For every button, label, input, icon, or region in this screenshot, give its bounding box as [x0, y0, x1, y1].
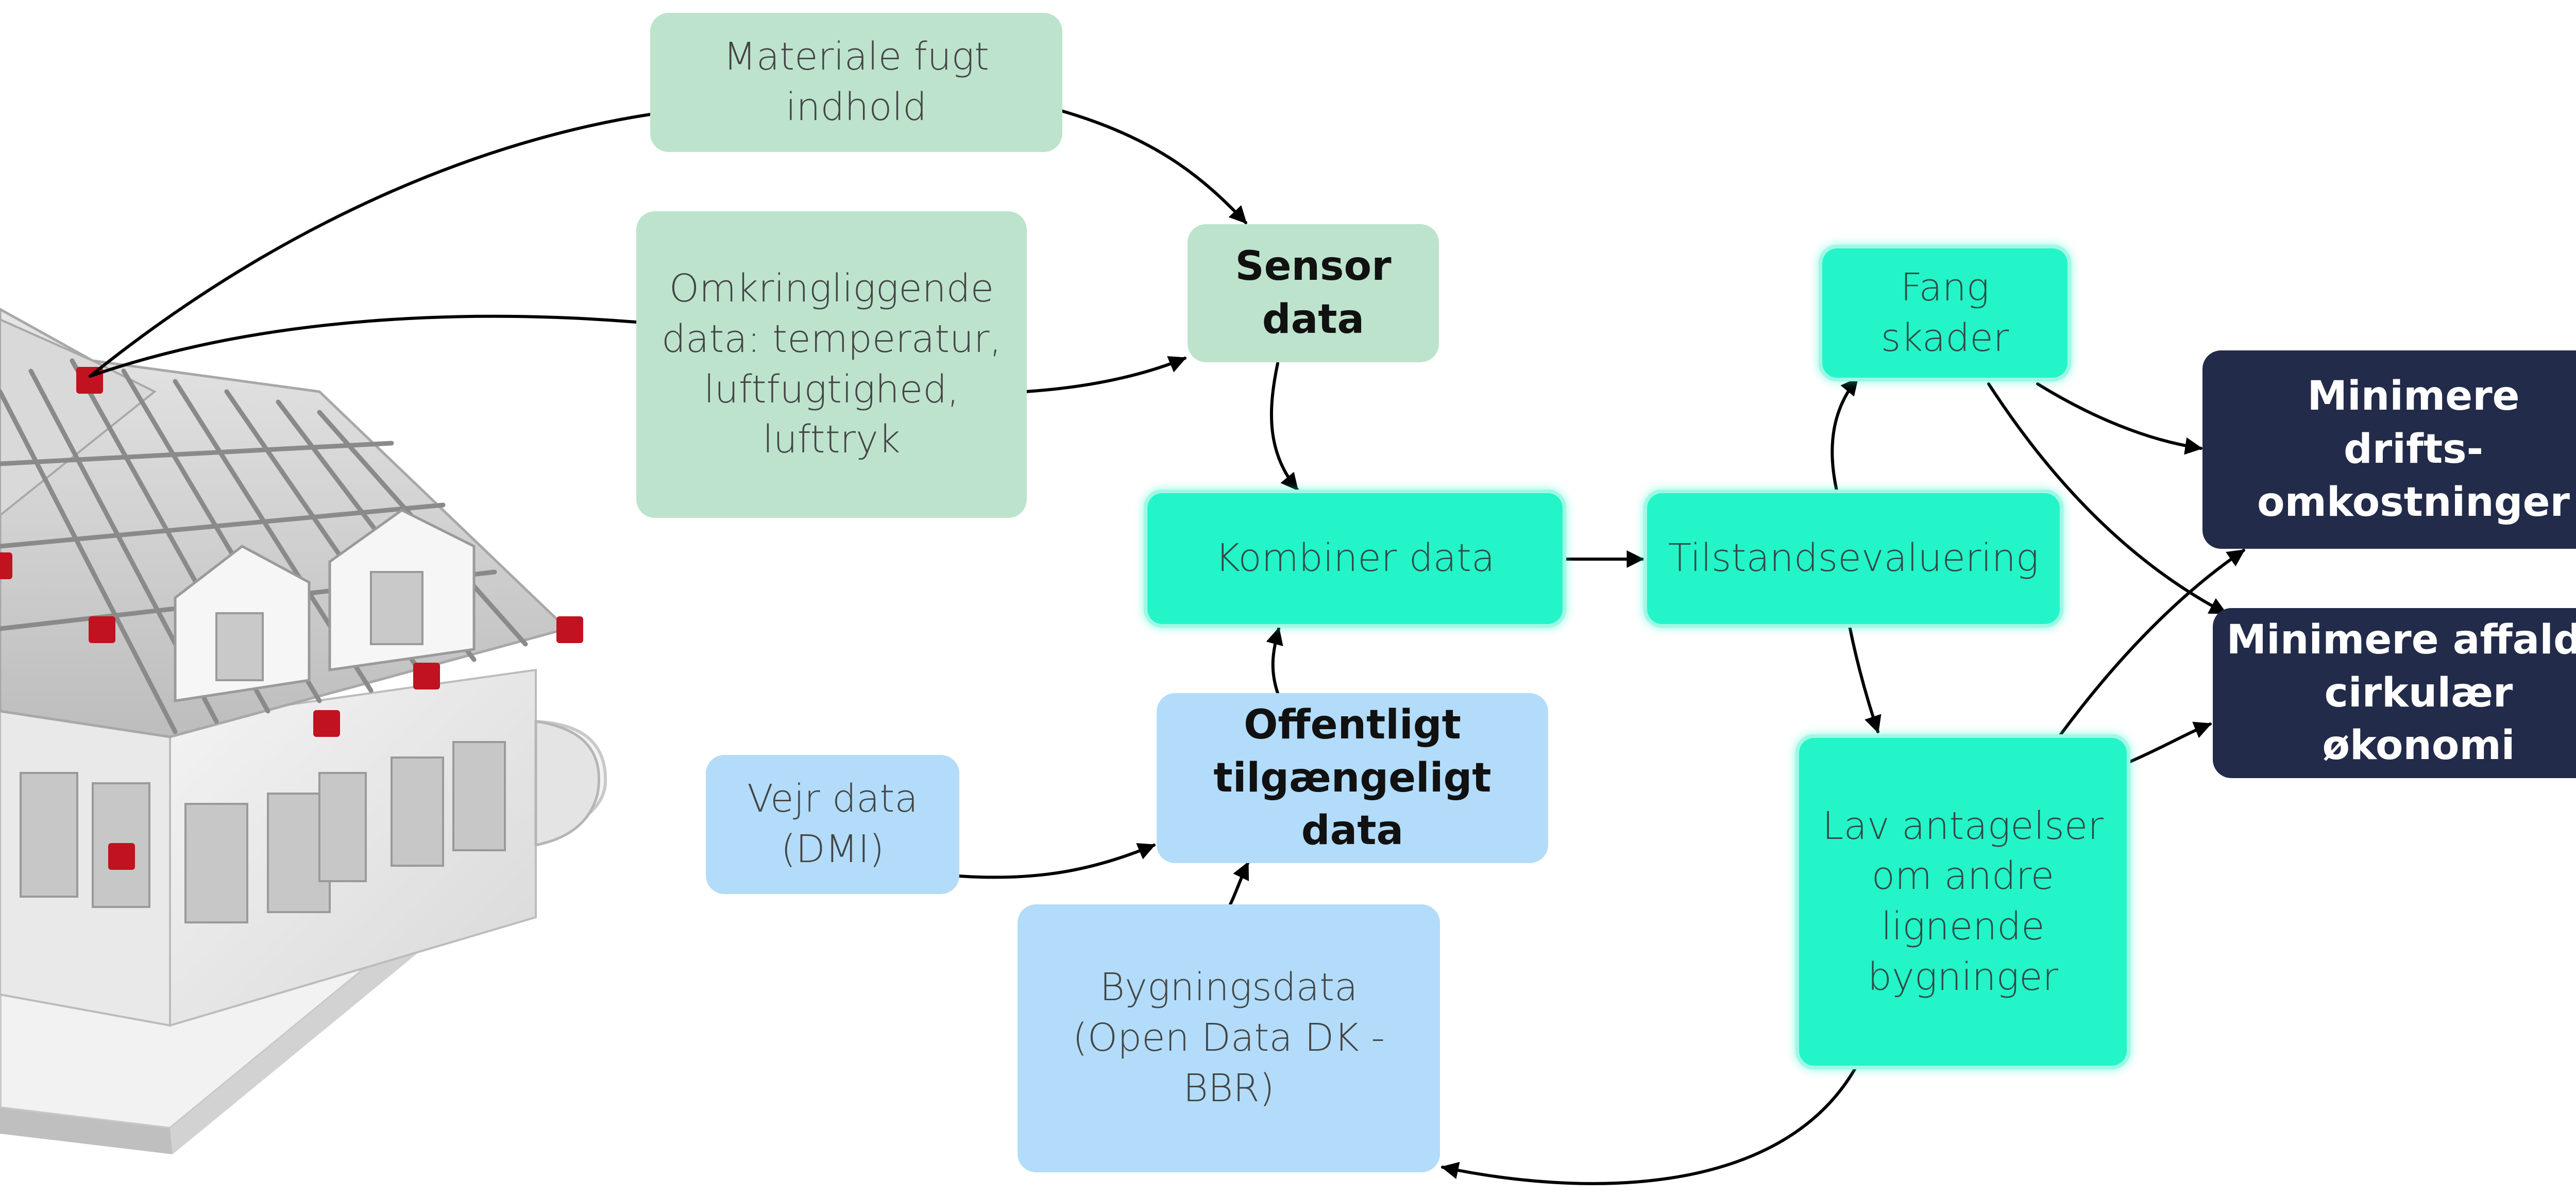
node-offentligt-data: Offentligt tilgængeligt data — [1157, 693, 1548, 863]
connector-offentligt-kombiner — [1266, 627, 1283, 695]
connector-fang-affald — [1987, 382, 2228, 615]
house-dormers — [174, 509, 476, 702]
node-lav-antagelser-label: Lav antagelser om andre lignende bygning… — [1822, 803, 2104, 999]
node-bygningsdata: Bygningsdata (Open Data DK - BBR) — [1018, 904, 1440, 1172]
node-kombiner-data: Kombiner data — [1144, 490, 1566, 628]
connector-lav-affald — [2126, 721, 2212, 764]
connectors — [89, 109, 2245, 1185]
node-kombiner-data-label: Kombiner data — [1215, 536, 1495, 581]
connector-tilstand-lav — [1848, 625, 1882, 734]
node-lav-antagelser: Lav antagelser om andre lignende bygning… — [1795, 734, 2130, 1069]
sensor-marker — [89, 616, 115, 643]
node-bygningsdata-label: Bygningsdata (Open Data DK - BBR) — [1073, 965, 1385, 1110]
sensor-marker — [108, 843, 135, 870]
connector-fang-drift — [2036, 382, 2203, 455]
node-materiale-fugt-label: Materiale fugt indhold — [723, 35, 990, 129]
sensor-marker — [0, 552, 12, 579]
house-round-tower — [534, 720, 600, 847]
node-sensor-data: Sensor data — [1188, 224, 1439, 362]
node-omkringliggende-data: Omkringliggende data: temperatur, luftfu… — [636, 211, 1027, 518]
connector-house-omkring — [89, 314, 638, 378]
node-offentligt-data-label: Offentligt tilgængeligt data — [1213, 701, 1492, 854]
connector-bygning-offentligt — [1229, 861, 1249, 906]
connector-sensor-kombiner — [1269, 362, 1299, 491]
connector-tilstand-fang — [1831, 377, 1859, 492]
sensor-marker — [556, 616, 583, 643]
node-minimere-affald: Minimere affald / cirkulær økonomi — [2213, 608, 2576, 778]
node-tilstandsevaluering-label: Tilstandsevaluering — [1668, 536, 2039, 581]
node-materiale-fugt: Materiale fugt indhold — [650, 13, 1062, 152]
node-tilstandsevaluering: Tilstandsevaluering — [1643, 490, 2063, 628]
node-vejr-data-label: Vejr data (DMI) — [747, 777, 918, 871]
node-sensor-data-label: Sensor data — [1235, 243, 1392, 343]
sensor-marker — [313, 710, 340, 737]
node-minimere-drift: Minimere drifts- omkostninger — [2202, 350, 2576, 549]
sensor-marker — [413, 663, 440, 689]
house-windows — [20, 741, 506, 923]
house-base-side — [0, 1108, 173, 1154]
node-minimere-drift-label: Minimere drifts- omkostninger — [2257, 373, 2570, 526]
connector-lav-drift — [2059, 549, 2245, 736]
node-minimere-affald-label: Minimere affald / cirkulær økonomi — [2226, 616, 2576, 769]
connector-omkring-sensor — [1024, 356, 1187, 393]
house-illustration — [0, 308, 607, 1154]
node-fang-skader-label: Fang skader — [1880, 265, 2009, 360]
connector-vejr-offentligt — [957, 843, 1156, 879]
node-fang-skader: Fang skader — [1819, 245, 2071, 381]
sensor-markers — [0, 367, 583, 870]
connector-materiale-sensor — [1060, 109, 1247, 224]
connector-lav-bygning — [1440, 1068, 1856, 1185]
node-vejr-data: Vejr data (DMI) — [706, 755, 959, 894]
node-omkringliggende-data-label: Omkringliggende data: temperatur, luftfu… — [662, 266, 1002, 462]
connector-house-materiale — [89, 113, 652, 378]
